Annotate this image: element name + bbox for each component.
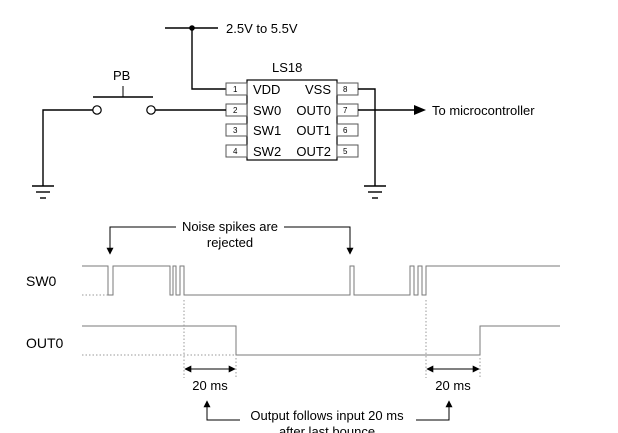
pin-name-sw2: SW2 — [253, 144, 281, 159]
pin-box-5 — [336, 144, 359, 158]
signal-label-out0: OUT0 — [26, 335, 64, 351]
pin-number-4: 4 — [233, 147, 238, 156]
pin-number-7: 7 — [343, 106, 348, 115]
pin-name-vss: VSS — [305, 82, 331, 97]
noise-note-line-2: rejected — [207, 235, 253, 250]
pin-name-out2: OUT2 — [296, 144, 331, 159]
chip-name-label: LS18 — [272, 60, 302, 75]
follow-callout-arrows — [203, 400, 453, 421]
pin-number-5: 5 — [343, 147, 348, 156]
pin-box-3 — [225, 123, 248, 137]
delay-label-left: 20 ms — [192, 378, 228, 393]
chip-right-pins: 8 7 6 5 VSS OUT0 OUT1 OUT2 — [296, 82, 359, 159]
pin-box-4 — [225, 144, 248, 158]
noise-note-line-1: Noise spikes are — [182, 219, 278, 234]
pin-name-sw1: SW1 — [253, 123, 281, 138]
follow-note-line-1: Output follows input 20 ms — [250, 408, 404, 423]
pin-box-8 — [336, 82, 359, 96]
pin-box-6 — [336, 123, 359, 137]
sw0-waveform — [82, 265, 560, 296]
pin-name-out0: OUT0 — [296, 103, 331, 118]
follow-note-line-2: after last bounce — [279, 424, 375, 433]
delay-label-right: 20 ms — [435, 378, 471, 393]
pin-box-1 — [225, 82, 248, 96]
pin-number-6: 6 — [343, 126, 348, 135]
signal-label-sw0: SW0 — [26, 273, 57, 289]
button-wiring — [42, 109, 226, 186]
vss-wiring — [358, 88, 376, 186]
pin-number-3: 3 — [233, 126, 238, 135]
ground-symbol-left — [32, 185, 54, 199]
pin-name-sw0: SW0 — [253, 103, 281, 118]
supply-voltage-label: 2.5V to 5.5V — [226, 21, 298, 36]
pin-name-out1: OUT1 — [296, 123, 331, 138]
push-button-symbol — [92, 86, 156, 115]
timing-guide-lines — [183, 300, 481, 378]
pin-box-7 — [336, 103, 359, 117]
pin-number-1: 1 — [233, 85, 238, 94]
pin-number-8: 8 — [343, 85, 348, 94]
chip-body — [246, 79, 338, 161]
pin-number-2: 2 — [233, 106, 238, 115]
ground-symbol-right — [364, 185, 386, 199]
chip-left-pins: 1 2 3 4 VDD SW0 SW1 SW2 — [225, 82, 281, 159]
output-destination-label: To microcontroller — [432, 103, 535, 118]
out0-waveform — [82, 325, 560, 356]
pin-name-vdd: VDD — [253, 82, 280, 97]
noise-callout-arrows — [106, 226, 354, 255]
push-button-label: PB — [113, 68, 130, 83]
output-arrow-icon — [414, 105, 426, 115]
supply-rail — [165, 25, 226, 90]
